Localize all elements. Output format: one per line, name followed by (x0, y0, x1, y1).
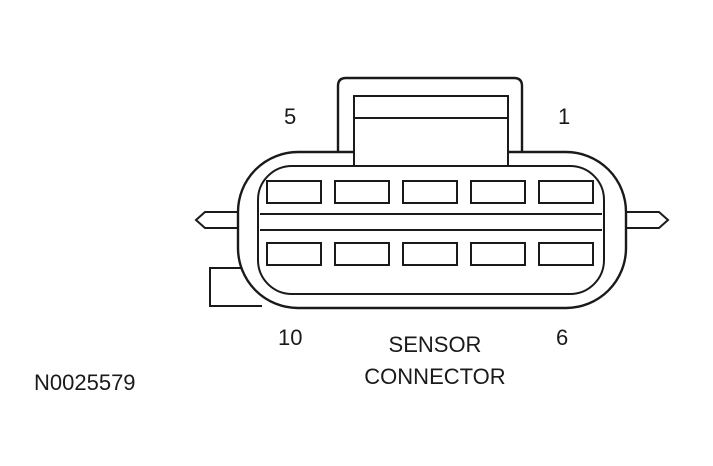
pin-cavity-3 (402, 180, 458, 204)
pin-cavity-5 (266, 180, 322, 204)
left-mounting-ear (194, 211, 246, 229)
top-latch-inner (353, 95, 509, 166)
connector-title-line1: SENSOR (389, 332, 482, 357)
right-mounting-ear (618, 211, 670, 229)
pin-cavity-2 (470, 180, 526, 204)
pin-cavity-6 (538, 242, 594, 266)
pin-label-6: 6 (556, 325, 568, 350)
reference-code: N0025579 (34, 370, 136, 395)
pin-cavity-1 (538, 180, 594, 204)
pin-label-10: 10 (278, 325, 302, 350)
pin-cavity-7 (470, 242, 526, 266)
connector-title-line2: CONNECTOR (364, 364, 505, 389)
pin-label-1: 1 (558, 104, 570, 129)
pin-label-5: 5 (284, 104, 296, 129)
pin-cavity-9 (334, 242, 390, 266)
pin-cavities (266, 180, 594, 266)
pin-cavity-8 (402, 242, 458, 266)
pin-cavity-4 (334, 180, 390, 204)
pin-cavity-10 (266, 242, 322, 266)
